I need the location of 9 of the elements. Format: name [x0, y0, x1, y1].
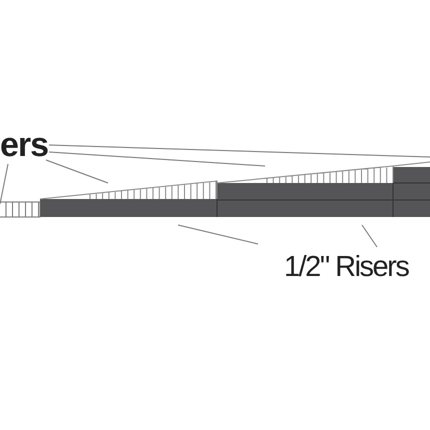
callout-label: 1/2" Risers [284, 253, 408, 282]
leader-line [48, 144, 430, 158]
callout-label: ers [0, 128, 48, 162]
leader-line [0, 164, 8, 204]
leader-line [178, 224, 258, 244]
leader-line [46, 160, 108, 184]
leader-line [362, 224, 378, 248]
leader-line [48, 152, 266, 166]
riser-stack-drawing [0, 162, 430, 218]
